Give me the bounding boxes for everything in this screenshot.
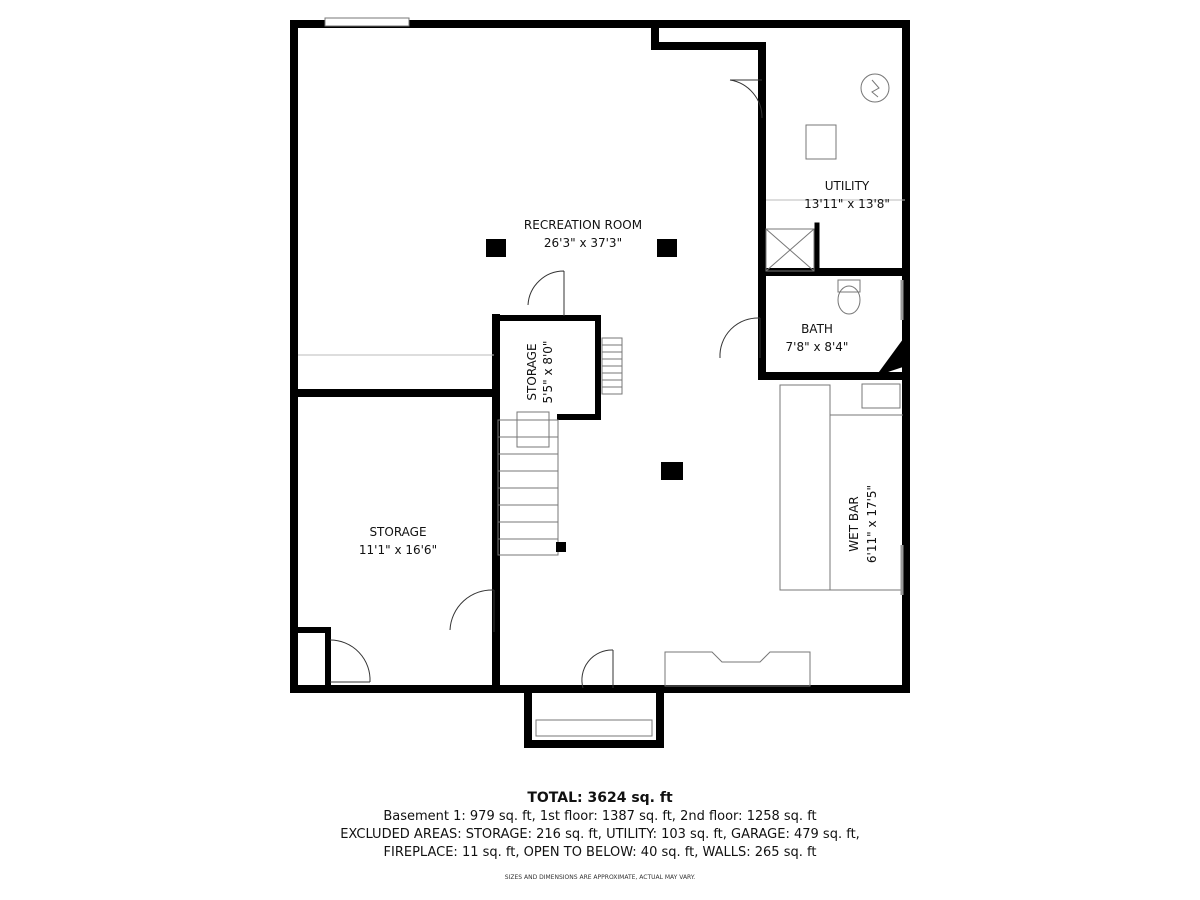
fixtures [298, 17, 905, 737]
room-size-utility: 13'11" x 13'8" [804, 197, 890, 211]
walls [290, 20, 910, 748]
room-name-storage: STORAGE [369, 525, 426, 539]
room-name-recreation: RECREATION ROOM [524, 218, 642, 232]
room-size-recreation: 26'3" x 37'3" [544, 236, 622, 250]
room-name-bath: BATH [801, 322, 833, 336]
room-size-storage-closet: 5'5" x 8'0" [541, 341, 555, 404]
excluded-areas-1: EXCLUDED AREAS: STORAGE: 216 sq. ft, UTI… [340, 827, 860, 842]
room-name-wet-bar: WET BAR [847, 496, 861, 551]
room-size-wet-bar: 6'11" x 17'5" [865, 485, 879, 563]
room-name-utility: UTILITY [825, 179, 870, 193]
excluded-areas-2: FIREPLACE: 11 sq. ft, OPEN TO BELOW: 40 … [383, 845, 817, 860]
disclaimer: SIZES AND DIMENSIONS ARE APPROXIMATE, AC… [504, 874, 696, 881]
total-area: TOTAL: 3624 sq. ft [527, 790, 673, 806]
columns [486, 42, 906, 552]
room-size-storage: 11'1" x 16'6" [359, 543, 437, 557]
room-size-bath: 7'8" x 8'4" [786, 340, 849, 354]
floor-areas: Basement 1: 979 sq. ft, 1st floor: 1387 … [383, 809, 817, 824]
room-name-storage-closet: STORAGE [525, 343, 539, 400]
